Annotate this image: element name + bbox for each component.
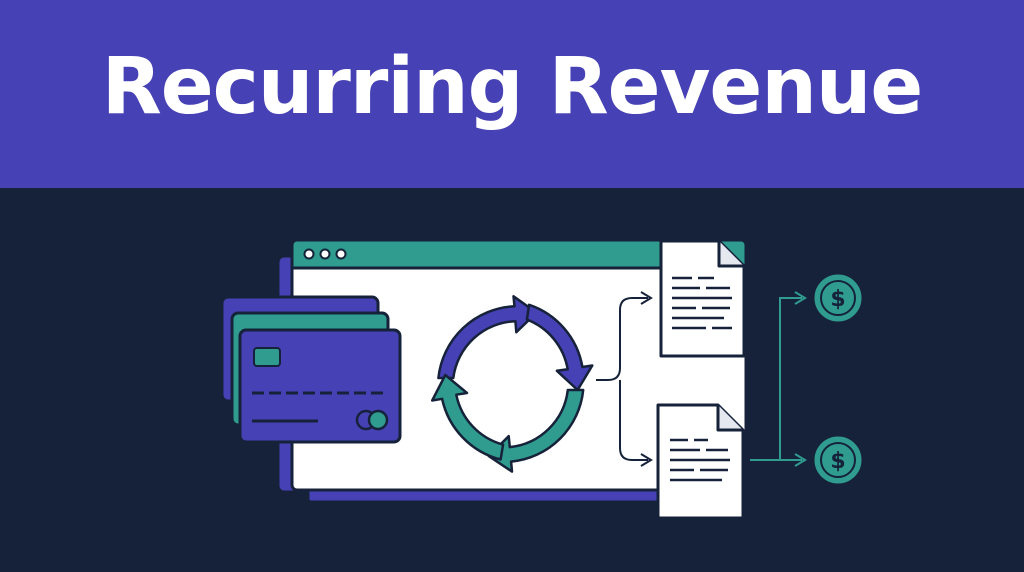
invoice-document-icon xyxy=(659,239,746,358)
window-dot-icon xyxy=(335,248,347,260)
page-title: Recurring Revenue xyxy=(101,42,924,132)
dollar-coin-icon: $ xyxy=(811,433,865,487)
dollar-coin-icon: $ xyxy=(811,271,865,325)
recurring-revenue-illustration: $ $ xyxy=(220,238,865,520)
recurring-cycle-arrows-icon xyxy=(430,295,594,473)
card-chip-icon xyxy=(253,347,281,367)
flow-connectors xyxy=(596,291,653,467)
window-dot-icon xyxy=(303,248,315,260)
svg-text:$: $ xyxy=(830,449,845,474)
payout-connectors xyxy=(750,291,807,467)
credit-card-stack-icon xyxy=(220,295,402,444)
window-dot-icon xyxy=(319,248,331,260)
title-banner: Recurring Revenue xyxy=(0,0,1024,188)
svg-text:$: $ xyxy=(830,287,845,312)
invoice-document-icon xyxy=(656,403,745,520)
